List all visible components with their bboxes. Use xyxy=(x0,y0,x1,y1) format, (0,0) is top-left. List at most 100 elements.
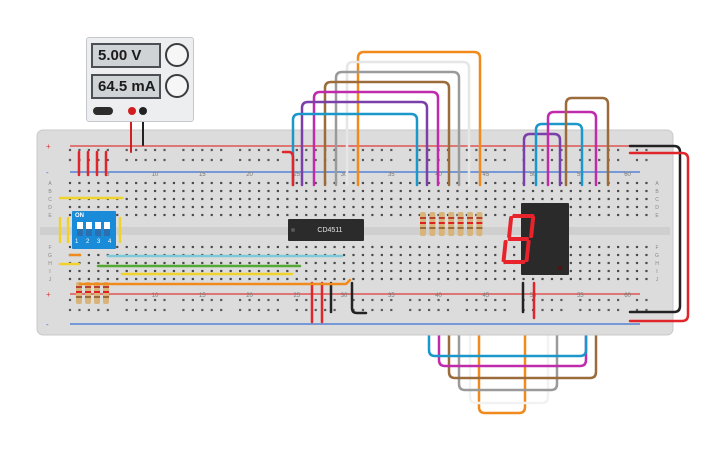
terminal-hole[interactable] xyxy=(475,269,478,273)
terminal-hole[interactable] xyxy=(276,277,279,281)
rail-hole[interactable] xyxy=(579,298,582,302)
terminal-hole[interactable] xyxy=(617,197,620,201)
rail-hole[interactable] xyxy=(465,308,468,312)
terminal-hole[interactable] xyxy=(428,181,431,185)
terminal-hole[interactable] xyxy=(352,197,355,201)
terminal-hole[interactable] xyxy=(390,253,393,257)
terminal-hole[interactable] xyxy=(106,205,109,209)
terminal-hole[interactable] xyxy=(428,269,431,273)
terminal-hole[interactable] xyxy=(446,277,450,281)
rail-hole[interactable] xyxy=(390,148,393,152)
terminal-hole[interactable] xyxy=(617,269,620,273)
terminal-hole[interactable] xyxy=(172,277,176,281)
terminal-hole[interactable] xyxy=(617,213,620,217)
terminal-hole[interactable] xyxy=(163,181,166,185)
terminal-hole[interactable] xyxy=(286,245,289,249)
rail-hole[interactable] xyxy=(144,158,147,162)
rail-hole[interactable] xyxy=(295,308,298,312)
rail-hole[interactable] xyxy=(182,308,185,312)
rail-hole[interactable] xyxy=(560,298,563,302)
terminal-hole[interactable] xyxy=(418,269,421,273)
terminal-hole[interactable] xyxy=(239,213,242,217)
rail-hole[interactable] xyxy=(635,298,639,302)
rail-hole[interactable] xyxy=(352,158,355,162)
terminal-hole[interactable] xyxy=(182,261,185,265)
power-supply[interactable]: 5.00 V 64.5 mA xyxy=(86,37,194,122)
terminal-hole[interactable] xyxy=(361,197,365,201)
terminal-hole[interactable] xyxy=(153,245,157,249)
terminal-hole[interactable] xyxy=(333,205,336,209)
terminal-hole[interactable] xyxy=(484,181,487,185)
rail-hole[interactable] xyxy=(153,308,157,312)
terminal-hole[interactable] xyxy=(97,253,100,257)
wire-bottom-orange[interactable] xyxy=(477,276,527,415)
terminal-hole[interactable] xyxy=(352,245,355,249)
terminal-hole[interactable] xyxy=(342,277,346,281)
terminal-hole[interactable] xyxy=(116,261,119,265)
terminal-hole[interactable] xyxy=(191,277,194,281)
rail-hole[interactable] xyxy=(380,148,383,152)
rail-hole[interactable] xyxy=(295,298,298,302)
terminal-hole[interactable] xyxy=(428,197,431,201)
terminal-hole[interactable] xyxy=(428,245,431,249)
rail-hole[interactable] xyxy=(267,298,270,302)
rail-hole[interactable] xyxy=(409,148,412,152)
terminal-hole[interactable] xyxy=(191,269,194,273)
terminal-hole[interactable] xyxy=(295,181,298,185)
terminal-hole[interactable] xyxy=(399,205,402,209)
rail-hole[interactable] xyxy=(257,148,261,152)
rail-hole[interactable] xyxy=(87,308,90,312)
terminal-hole[interactable] xyxy=(267,213,270,217)
terminal-hole[interactable] xyxy=(239,245,242,249)
terminal-hole[interactable] xyxy=(305,277,308,281)
terminal-hole[interactable] xyxy=(295,213,298,217)
rail-hole[interactable] xyxy=(267,148,270,152)
terminal-hole[interactable] xyxy=(144,197,147,201)
rail-hole[interactable] xyxy=(465,158,468,162)
terminal-hole[interactable] xyxy=(201,181,204,185)
rail-hole[interactable] xyxy=(550,308,554,312)
terminal-hole[interactable] xyxy=(116,245,119,249)
terminal-hole[interactable] xyxy=(201,269,204,273)
terminal-hole[interactable] xyxy=(144,213,147,217)
rail-hole[interactable] xyxy=(210,298,213,302)
terminal-hole[interactable] xyxy=(588,277,591,281)
terminal-hole[interactable] xyxy=(465,277,468,281)
terminal-hole[interactable] xyxy=(465,245,468,249)
terminal-hole[interactable] xyxy=(314,245,317,249)
terminal-hole[interactable] xyxy=(352,205,355,209)
terminal-hole[interactable] xyxy=(276,261,279,265)
rail-hole[interactable] xyxy=(182,158,185,162)
rail-hole[interactable] xyxy=(598,298,601,302)
terminal-hole[interactable] xyxy=(191,197,194,201)
terminal-hole[interactable] xyxy=(144,181,147,185)
terminal-hole[interactable] xyxy=(220,269,223,273)
rail-hole[interactable] xyxy=(560,158,563,162)
rail-hole[interactable] xyxy=(276,298,279,302)
terminal-hole[interactable] xyxy=(371,253,374,257)
terminal-hole[interactable] xyxy=(220,261,223,265)
rail-hole[interactable] xyxy=(418,158,421,162)
rail-hole[interactable] xyxy=(484,148,487,152)
terminal-hole[interactable] xyxy=(314,213,317,217)
rail-hole[interactable] xyxy=(645,308,648,312)
rail-hole[interactable] xyxy=(484,158,487,162)
terminal-hole[interactable] xyxy=(220,245,223,249)
terminal-hole[interactable] xyxy=(276,181,279,185)
terminal-hole[interactable] xyxy=(446,197,450,201)
terminal-hole[interactable] xyxy=(550,181,554,185)
rail-hole[interactable] xyxy=(201,148,204,152)
terminal-hole[interactable] xyxy=(361,213,365,217)
terminal-hole[interactable] xyxy=(437,253,440,257)
terminal-hole[interactable] xyxy=(390,197,393,201)
rail-hole[interactable] xyxy=(588,158,591,162)
terminal-hole[interactable] xyxy=(456,253,459,257)
terminal-hole[interactable] xyxy=(484,277,487,281)
rail-hole[interactable] xyxy=(220,148,223,152)
rail-hole[interactable] xyxy=(135,308,138,312)
terminal-hole[interactable] xyxy=(324,205,327,209)
terminal-hole[interactable] xyxy=(87,277,90,281)
terminal-hole[interactable] xyxy=(626,245,629,249)
terminal-hole[interactable] xyxy=(153,261,157,265)
terminal-hole[interactable] xyxy=(68,181,72,185)
